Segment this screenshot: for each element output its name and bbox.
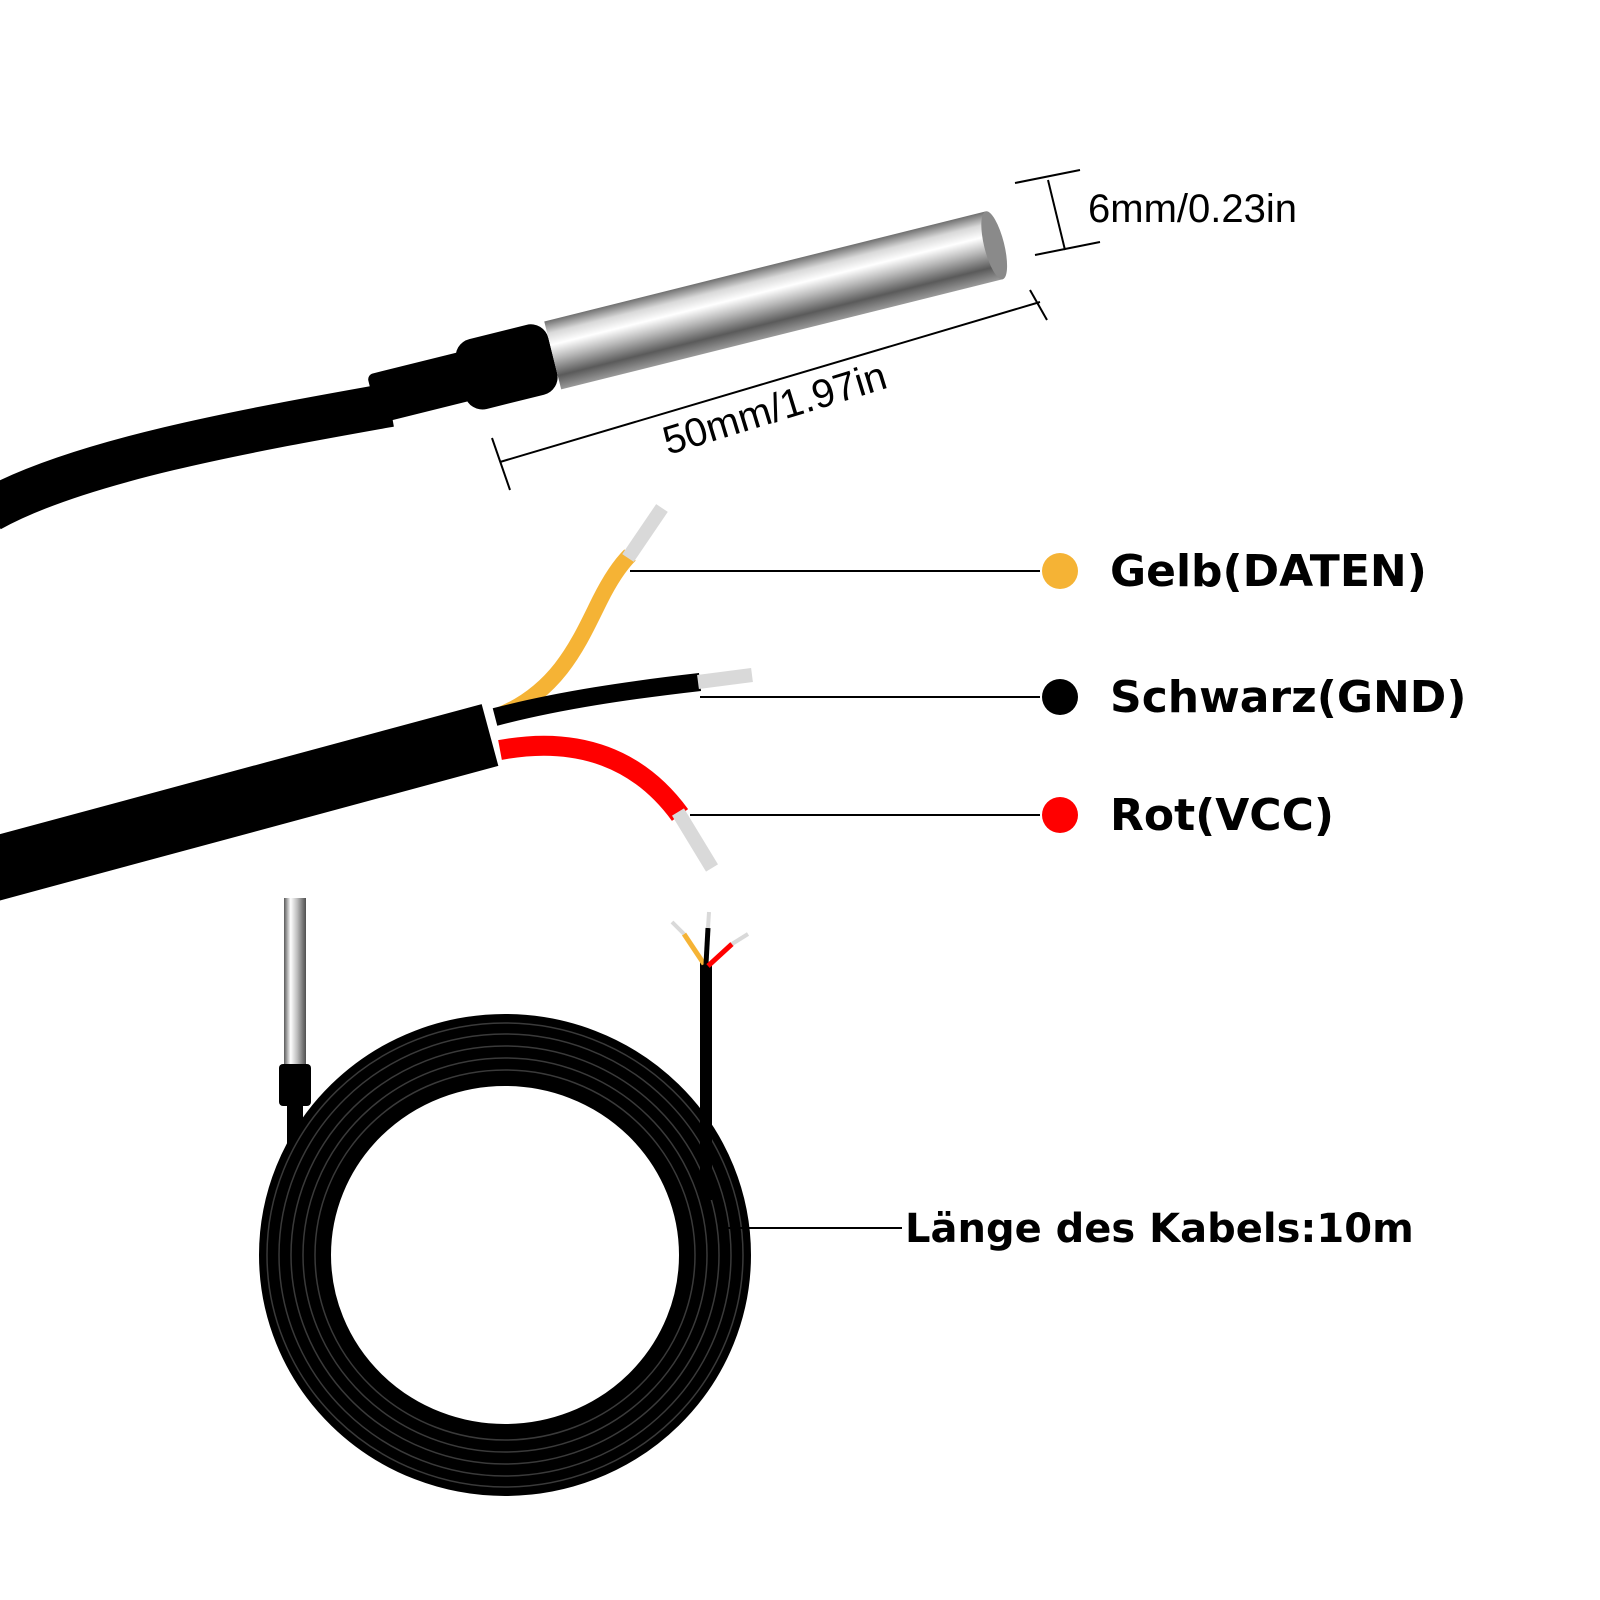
length-label: 50mm/1.97in <box>658 354 892 464</box>
mini-black-wire-tip <box>706 911 711 929</box>
yellow-dot <box>1042 553 1078 589</box>
wire-legend-red: Rot(VCC) <box>690 790 1334 841</box>
diameter-label: 6mm/0.23in <box>1088 187 1297 231</box>
mini-red-wire <box>706 942 734 968</box>
wire-breakout <box>0 504 753 901</box>
mini-yellow-wire <box>681 932 707 966</box>
probe-bottom-steel-tube <box>284 898 306 1066</box>
red-label: Rot(VCC) <box>1110 790 1334 841</box>
yellow-wire <box>496 549 636 723</box>
black-label: Schwarz(GND) <box>1110 672 1466 723</box>
mini-red-wire-tip <box>730 932 750 946</box>
mini-black-wire <box>703 927 711 965</box>
black-wire <box>492 673 702 726</box>
cable-length-label: Länge des Kabels:10m <box>905 1206 1414 1252</box>
yellow-wire-tip <box>622 504 668 562</box>
diameter-dimension <box>1014 169 1101 256</box>
probe-top-tube-end <box>981 211 1008 280</box>
coiled-cable <box>259 898 751 1496</box>
black-dot <box>1042 679 1078 715</box>
mini-yellow-wire-tip <box>670 920 686 936</box>
coil-ring <box>259 1014 751 1496</box>
coil-ring-grooves <box>266 1022 744 1488</box>
probe-top-sleeve <box>368 352 475 423</box>
main-cable <box>0 704 499 901</box>
black-wire-tip <box>697 668 753 689</box>
probe-top-collar <box>455 324 558 410</box>
red-wire-tip <box>672 808 718 872</box>
probe-top <box>0 211 1008 530</box>
wire-legend-black: Schwarz(GND) <box>700 672 1466 723</box>
red-dot <box>1042 797 1078 833</box>
probe-top-steel-tube <box>544 211 1003 390</box>
red-wire <box>498 735 689 821</box>
yellow-label: Gelb(DATEN) <box>1110 546 1427 597</box>
wire-legend-yellow: Gelb(DATEN) <box>630 546 1427 597</box>
length-dimension <box>491 289 1048 491</box>
probe-bottom-collar <box>279 1064 311 1106</box>
probe-top-cable <box>0 383 394 530</box>
